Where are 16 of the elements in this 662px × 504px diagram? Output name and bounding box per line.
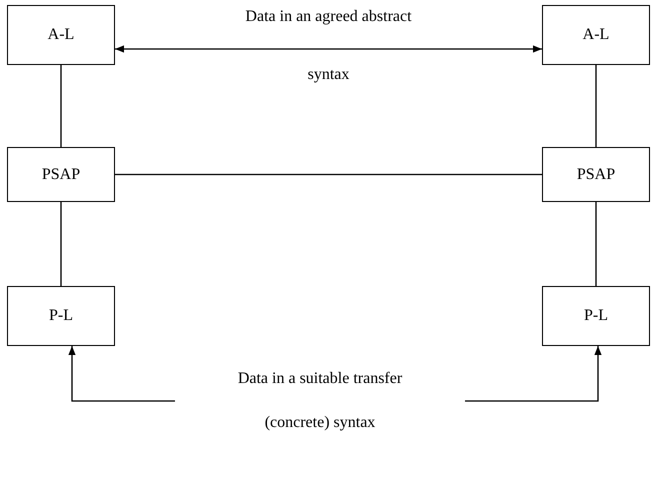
note-text: Data in a suitable transfer (concrete) syntax xyxy=(175,335,465,467)
layer-box: PSAP xyxy=(542,147,650,202)
arrow xyxy=(465,346,602,402)
layer-box: P-L xyxy=(7,286,115,346)
layer-box: PSAP xyxy=(7,147,115,202)
layer-box: A-L xyxy=(542,5,650,65)
connector-line xyxy=(60,65,62,147)
connector-line xyxy=(60,202,62,286)
connector-line xyxy=(595,65,597,147)
layer-box: A-L xyxy=(7,5,115,65)
layer-box: P-L xyxy=(542,286,650,346)
connector-line xyxy=(595,202,597,286)
arrow xyxy=(115,45,542,53)
connector-line xyxy=(115,174,542,176)
arrow xyxy=(68,346,175,402)
edge-label: Data in an agreed abstract syntax xyxy=(244,7,413,85)
